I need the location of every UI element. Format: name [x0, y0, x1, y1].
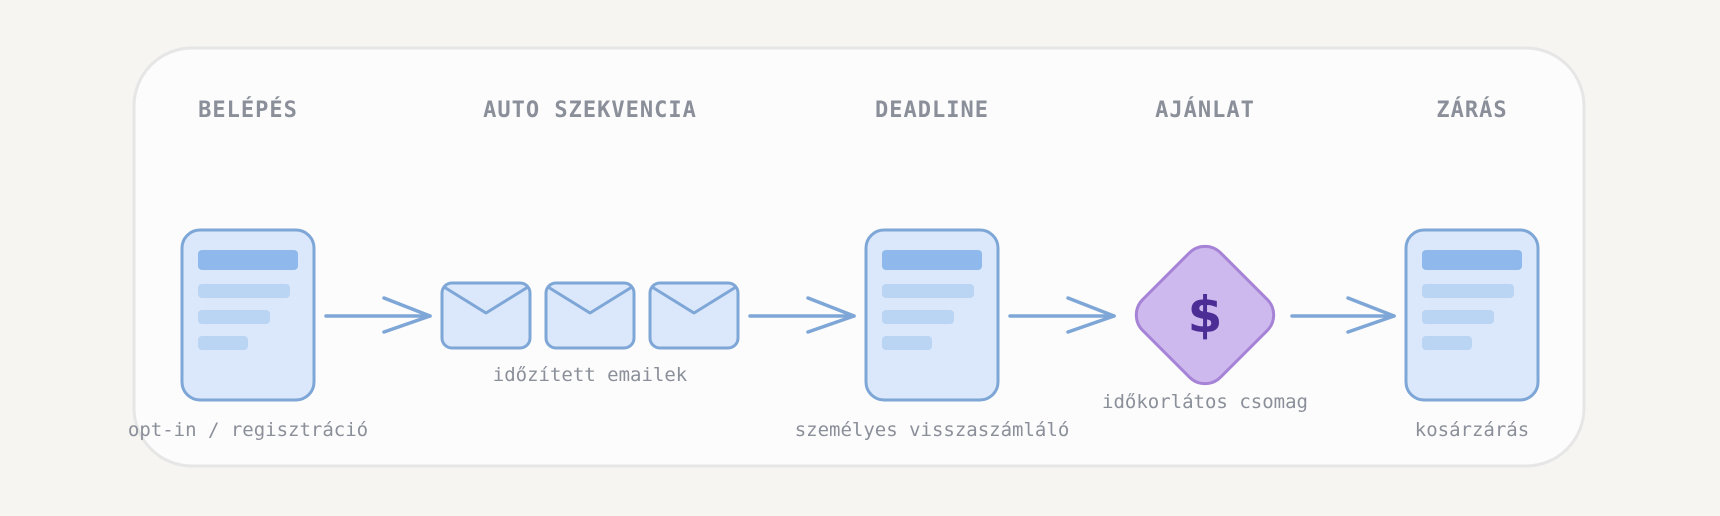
countdown-page-card [864, 228, 1000, 402]
caption-emails: időzített emailek [492, 364, 688, 386]
offer-diamond [1134, 244, 1276, 386]
caption-countdown: személyes visszaszámláló [794, 419, 1070, 441]
caption-checkout: kosárzárás [1414, 419, 1530, 441]
optin-page-card [180, 228, 316, 402]
arrow-3 [1008, 296, 1116, 334]
email-icon [648, 281, 740, 350]
stage-title-zaras: ZÁRÁS [1436, 98, 1508, 123]
caption-optin: opt-in / regisztráció [127, 419, 369, 441]
arrow-4 [1290, 296, 1396, 334]
email-icon [544, 281, 636, 350]
arrow-1 [324, 296, 432, 334]
stage-title-ajanlat: AJÁNLAT [1155, 98, 1255, 123]
stage-title-belepes: BELÉPÉS [198, 98, 298, 123]
caption-offer: időkorlátos csomag [1102, 391, 1308, 413]
stage-title-auto-szekvencia: AUTO SZEKVENCIA [483, 98, 697, 123]
stage-title-deadline: DEADLINE [875, 98, 989, 123]
dollar-icon: $ [1188, 286, 1223, 344]
email-icon [440, 281, 532, 350]
checkout-page-card [1404, 228, 1540, 402]
arrow-2 [748, 296, 856, 334]
